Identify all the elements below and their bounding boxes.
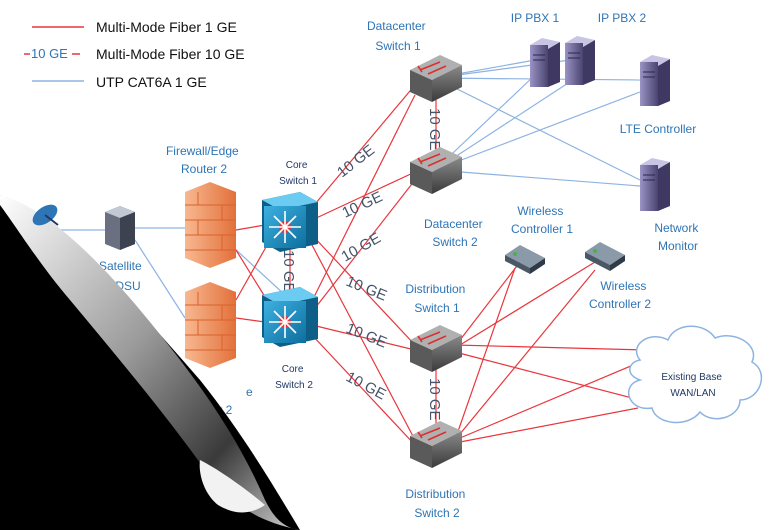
fiber-link <box>459 261 596 346</box>
ten-ge-tag: 10 GE <box>344 273 390 305</box>
utp-link <box>134 239 186 319</box>
page-curl-overlay <box>0 195 300 530</box>
fiber-link <box>311 324 416 351</box>
ip-pbx-2-server <box>565 36 595 85</box>
fiber-link <box>235 317 266 323</box>
firewall-router-2 <box>185 182 236 268</box>
distribution-switch-2 <box>410 421 462 468</box>
satellite-dish-icon <box>32 204 59 226</box>
distribution-switch-1 <box>410 325 462 372</box>
datacenter-switch-1-label: Datacenter Switch 1 <box>367 19 429 53</box>
utp-link <box>434 169 641 187</box>
firewall-router-1-label-fragment: e <box>246 385 253 399</box>
utp-link <box>434 77 641 181</box>
ip-pbx-2-label: IP PBX 2 <box>598 11 647 25</box>
fiber-link <box>235 239 271 301</box>
fiber-link <box>311 179 416 313</box>
utp-link <box>434 71 586 171</box>
distribution-switch-1-label: Distribution Switch 1 <box>405 282 468 315</box>
fiber-link <box>459 261 521 341</box>
ip-pbx-1-label: IP PBX 1 <box>511 11 560 25</box>
ten-ge-tag: 10 GE <box>280 250 297 293</box>
firewall-router-1 <box>185 282 236 368</box>
core-switch-1-label: Core Switch 1 <box>279 160 317 187</box>
lte-controller-server <box>640 55 670 106</box>
fiber-link <box>311 171 416 221</box>
wireless-controller-1-label: Wireless Controller 1 <box>511 204 573 236</box>
firewall-router-2-label: Firewall/Edge Router 2 <box>166 144 242 176</box>
satellite-csu-dsu <box>105 206 135 250</box>
legend: Multi-Mode Fiber 1 GE 10 GE Multi-Mode F… <box>24 19 245 90</box>
network-monitor-label: Network Monitor <box>654 221 701 253</box>
fiber-link <box>454 351 641 401</box>
wan-lan-cloud-label: Existing Base WAN/LAN <box>661 372 724 399</box>
fiber-link <box>311 234 416 346</box>
datacenter-switch-1 <box>410 55 462 102</box>
fiber-link <box>459 407 639 443</box>
fiber-link <box>311 244 416 441</box>
core-switch-1 <box>262 192 318 252</box>
ten-ge-tag: 10 GE <box>340 188 386 221</box>
network-monitor-server <box>640 158 670 211</box>
fiber-links <box>235 84 646 446</box>
legend-utp-label: UTP CAT6A 1 GE <box>96 74 207 90</box>
wireless-controller-1 <box>505 245 545 274</box>
fiber-link <box>454 269 596 441</box>
lte-controller-label: LTE Controller <box>620 122 696 136</box>
ten-ge-tag: 10 GE <box>343 369 389 404</box>
datacenter-switch-2 <box>410 147 462 194</box>
ten-ge-tag: 10 GE <box>334 142 378 182</box>
fiber-link <box>454 267 516 441</box>
legend-fiber-10ge-tag: 10 GE <box>31 46 68 61</box>
ten-ge-tag: 10 GE <box>426 378 443 421</box>
distribution-switch-2-label: Distribution Switch 2 <box>405 487 468 520</box>
ip-pbx-1-server <box>530 38 560 87</box>
legend-fiber-1ge-label: Multi-Mode Fiber 1 GE <box>96 19 237 35</box>
fiber-link <box>235 224 266 231</box>
fiber-link <box>309 94 416 306</box>
fiber-link <box>459 359 646 439</box>
utp-link <box>434 91 641 171</box>
fiber-link <box>454 344 646 351</box>
datacenter-switch-2-label: Datacenter Switch 2 <box>424 217 486 249</box>
core-switch-2-label: Core Switch 2 <box>275 364 313 391</box>
wireless-controller-2 <box>585 242 625 271</box>
wan-lan-cloud <box>628 325 763 424</box>
ten-ge-tag: 10 GE <box>426 108 443 151</box>
wireless-controller-2-label: Wireless Controller 2 <box>589 279 651 311</box>
legend-fiber-10ge-label: Multi-Mode Fiber 10 GE <box>96 46 245 62</box>
core-switch-2 <box>262 287 318 347</box>
fiber-link <box>309 84 416 211</box>
fiber-link <box>311 334 416 446</box>
